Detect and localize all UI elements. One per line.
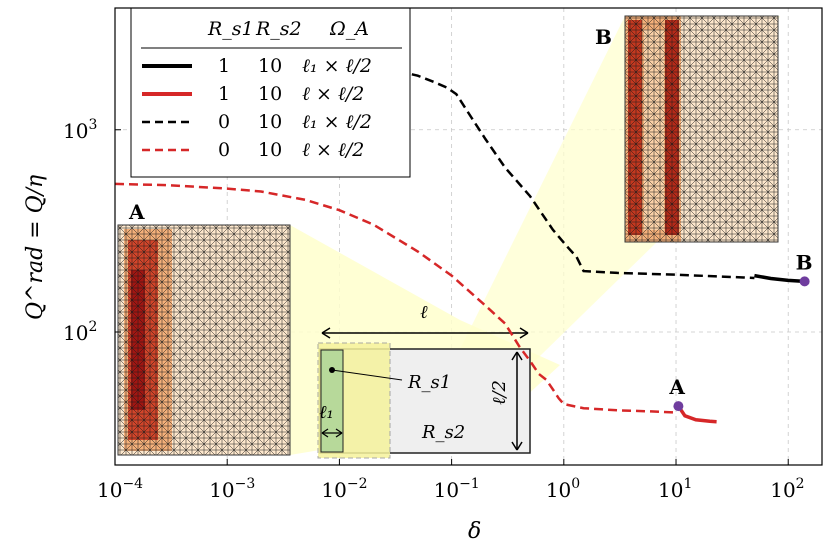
marker-point-a [673,401,684,412]
marker-label-a: A [668,375,685,399]
x-tick-label: 100 [546,476,580,502]
series-line-0 [754,273,805,284]
series-line-1 [676,405,717,424]
legend-rs1-3: 0 [218,139,230,161]
y-tick-label: 102 [63,319,97,345]
series-line-3 [115,182,677,414]
inset-b-mesh [624,15,779,243]
rs1-pointer [331,369,403,381]
legend-rs2-3: 10 [258,139,282,161]
legend-rs1-2: 0 [218,111,230,133]
x-tick-label: 10−1 [434,476,480,502]
schematic-half-ell: ℓ/2 [489,380,510,405]
legend-omega-1: ℓ × ℓ/2 [302,83,364,105]
legend: R_s1 R_s2 Ω_A 1 10 ℓ₁ × ℓ/2 1 10 ℓ × ℓ/2 0 10 ℓ₁… [130,7,411,178]
inset-a-mesh [117,224,291,456]
x-tick-label: 10−4 [97,476,143,502]
legend-rows: 1 10 ℓ₁ × ℓ/2 1 10 ℓ × ℓ/2 0 10 ℓ₁ × ℓ/2 0 10 ℓ × ℓ… [142,55,372,161]
y-axis-label: Q^rad = Q/η [23,175,48,320]
x-tick-label: 102 [770,476,804,502]
marker-point-b [799,276,810,287]
legend-header-rs2: R_s2 [255,18,302,40]
inset-a-label: A [128,200,145,224]
schematic-rs2: R_s2 [421,422,465,443]
schematic-ell: ℓ [420,302,428,323]
y-tick-label: 103 [63,117,97,143]
plot-frame [114,7,823,466]
legend-omega-0: ℓ₁ × ℓ/2 [302,55,372,77]
x-tick-label: 101 [658,476,692,502]
inset-b-label: B [595,25,612,49]
series-layer [115,12,805,424]
legend-rs2-2: 10 [258,111,282,133]
marker-layer: AB [668,250,813,412]
schematic-ell1: ℓ₁ [319,402,334,423]
legend-header-rs1: R_s1 [207,18,254,40]
legend-rs1-1: 1 [218,83,230,105]
legend-omega-3: ℓ × ℓ/2 [302,139,364,161]
legend-omega-2: ℓ₁ × ℓ/2 [302,111,372,133]
marker-label-b: B [796,250,813,274]
x-tick-label: 10−3 [209,476,255,502]
legend-rs2-0: 10 [258,55,282,77]
legend-header-omega: Ω_A [329,18,369,40]
schematic-rs1: R_s1 [407,372,451,393]
geometry-schematic: ℓ ℓ/2 ℓ₁ R_s1 R_s2 [317,302,531,459]
x-axis-label: δ [468,519,481,544]
legend-rs1-0: 1 [218,55,230,77]
series-line-2 [347,12,755,280]
legend-rs2-1: 10 [258,83,282,105]
x-tick-label: 10−2 [321,476,367,502]
